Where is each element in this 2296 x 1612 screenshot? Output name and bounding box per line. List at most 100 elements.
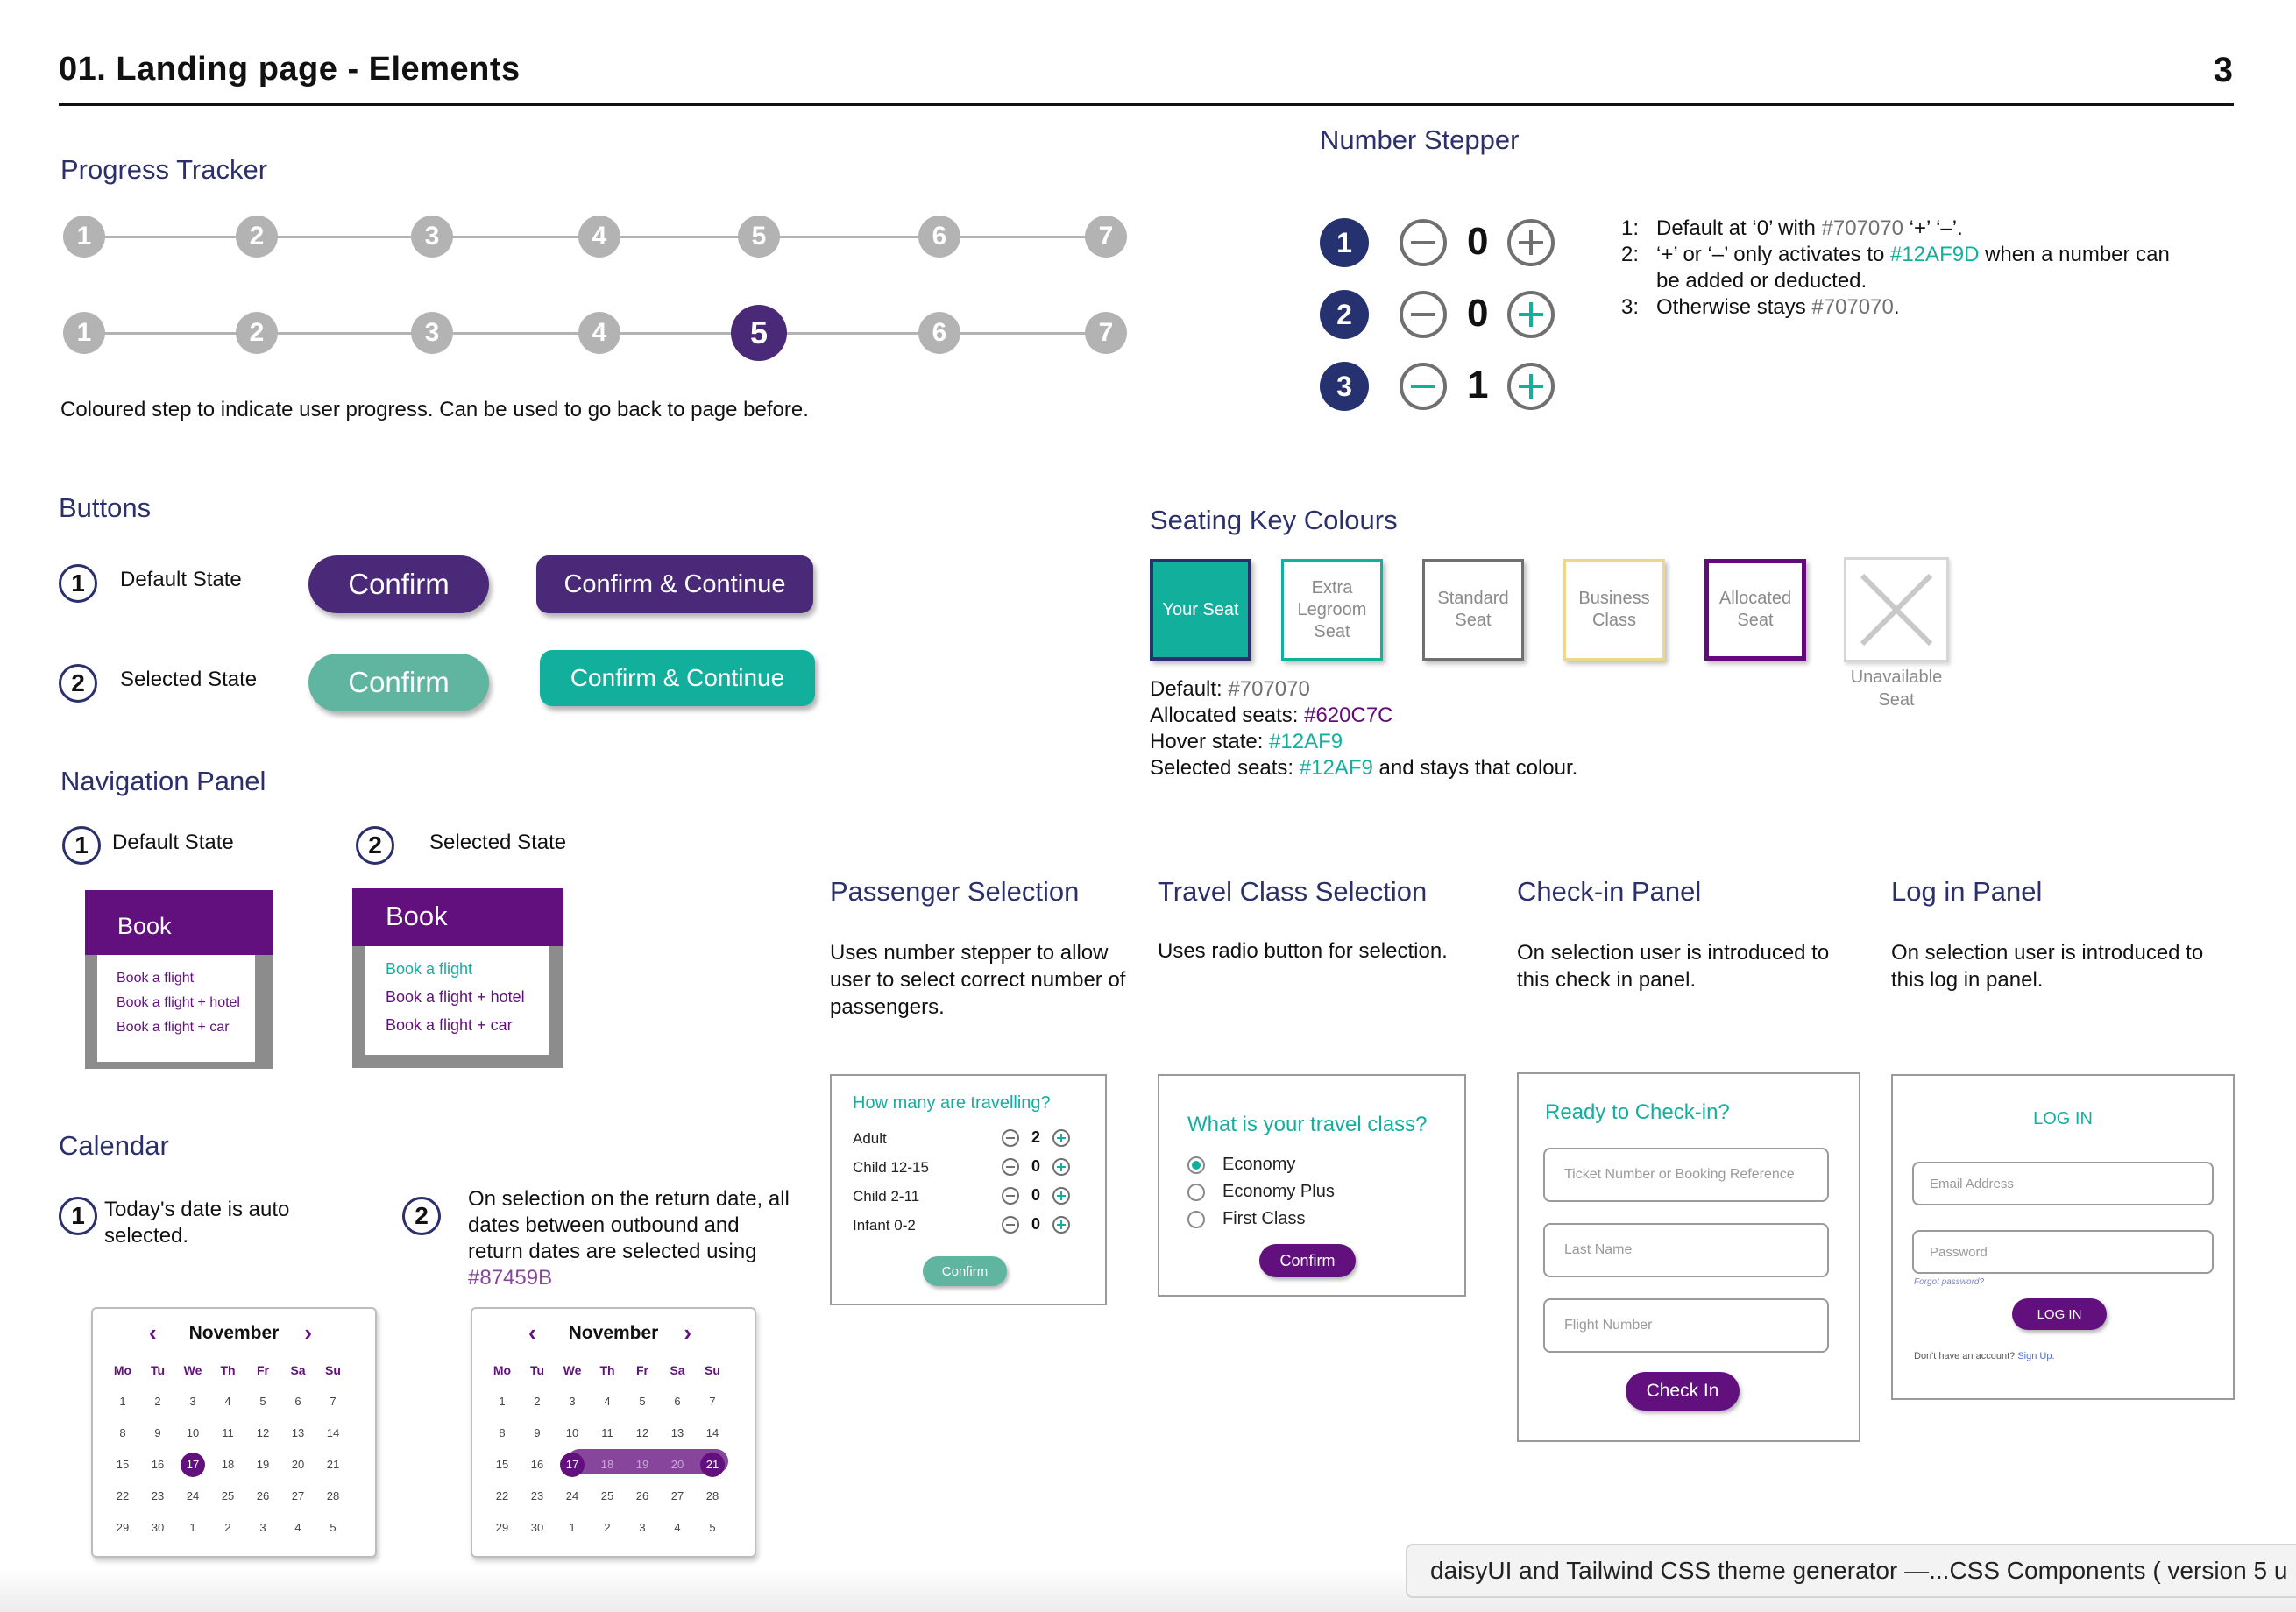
progress-step-5[interactable]: 5 bbox=[731, 305, 787, 361]
calendar-day[interactable]: 21 bbox=[700, 1453, 725, 1477]
progress-step-2[interactable]: 2 bbox=[236, 216, 278, 258]
calendar-day[interactable]: 22 bbox=[116, 1489, 130, 1502]
calendar-day[interactable]: 30 bbox=[530, 1521, 544, 1534]
calendar-day[interactable]: 19 bbox=[635, 1458, 649, 1471]
calendar-day[interactable]: 11 bbox=[222, 1426, 234, 1439]
calendar-day[interactable]: 17 bbox=[181, 1453, 205, 1477]
calendar-day[interactable]: 2 bbox=[534, 1395, 541, 1408]
plus-icon[interactable] bbox=[1507, 363, 1555, 410]
nav-item-flight[interactable]: Book a flight bbox=[117, 971, 195, 986]
calendar-day[interactable]: 22 bbox=[495, 1489, 509, 1502]
progress-step-1[interactable]: 1 bbox=[63, 312, 105, 354]
calendar-day[interactable]: 14 bbox=[705, 1426, 719, 1439]
calendar-day[interactable]: 5 bbox=[639, 1395, 646, 1408]
calendar-day[interactable]: 23 bbox=[151, 1489, 165, 1502]
calendar-day[interactable]: 26 bbox=[256, 1489, 270, 1502]
nav-item-flight-selected[interactable]: Book a flight bbox=[386, 960, 473, 978]
calendar-day[interactable]: 1 bbox=[189, 1521, 196, 1534]
calendar-day[interactable]: 20 bbox=[291, 1458, 305, 1471]
calendar-day[interactable]: 27 bbox=[291, 1489, 305, 1502]
calendar-day[interactable]: 29 bbox=[495, 1521, 509, 1534]
minus-icon[interactable] bbox=[1002, 1216, 1019, 1234]
nav-item-flight-hotel-selected[interactable]: Book a flight + hotel bbox=[386, 988, 525, 1006]
calendar-day[interactable]: 9 bbox=[154, 1426, 161, 1439]
calendar-day[interactable]: 7 bbox=[330, 1395, 337, 1408]
minus-icon[interactable] bbox=[1400, 219, 1447, 266]
chevron-right-icon[interactable]: › bbox=[304, 1319, 312, 1346]
calendar-day[interactable]: 5 bbox=[330, 1521, 337, 1534]
progress-step-6[interactable]: 6 bbox=[918, 216, 960, 258]
calendar-day[interactable]: 3 bbox=[189, 1395, 196, 1408]
nav-item-flight-car[interactable]: Book a flight + car bbox=[117, 1020, 230, 1035]
calendar-day[interactable]: 4 bbox=[604, 1395, 611, 1408]
plus-icon[interactable] bbox=[1052, 1129, 1070, 1147]
calendar-day[interactable]: 11 bbox=[601, 1426, 613, 1439]
calendar-day[interactable]: 16 bbox=[530, 1458, 544, 1471]
calendar-day[interactable]: 6 bbox=[674, 1395, 681, 1408]
calendar-day[interactable]: 13 bbox=[291, 1426, 305, 1439]
chevron-left-icon[interactable]: ‹ bbox=[528, 1319, 536, 1346]
passenger-confirm-button[interactable]: Confirm bbox=[923, 1256, 1007, 1286]
calendar-day[interactable]: 28 bbox=[326, 1489, 340, 1502]
calendar-day[interactable]: 2 bbox=[224, 1521, 231, 1534]
confirm-button-default[interactable]: Confirm bbox=[308, 555, 489, 613]
calendar-day[interactable]: 24 bbox=[186, 1489, 200, 1502]
plus-icon[interactable] bbox=[1507, 291, 1555, 338]
progress-step-4[interactable]: 4 bbox=[578, 216, 620, 258]
confirm-continue-button-default[interactable]: Confirm & Continue bbox=[536, 555, 813, 613]
calendar-day[interactable]: 4 bbox=[224, 1395, 231, 1408]
progress-step-2[interactable]: 2 bbox=[236, 312, 278, 354]
calendar-day[interactable]: 27 bbox=[670, 1489, 684, 1502]
radio-1[interactable] bbox=[1187, 1156, 1205, 1174]
progress-step-3[interactable]: 3 bbox=[411, 312, 453, 354]
calendar-day[interactable]: 19 bbox=[256, 1458, 270, 1471]
calendar-day[interactable]: 7 bbox=[709, 1395, 716, 1408]
plus-icon[interactable] bbox=[1052, 1216, 1070, 1234]
calendar-day[interactable]: 3 bbox=[639, 1521, 646, 1534]
progress-step-3[interactable]: 3 bbox=[411, 216, 453, 258]
confirm-continue-button-selected[interactable]: Confirm & Continue bbox=[540, 650, 815, 706]
progress-step-7[interactable]: 7 bbox=[1085, 216, 1127, 258]
chevron-left-icon[interactable]: ‹ bbox=[149, 1319, 157, 1346]
calendar-day[interactable]: 3 bbox=[569, 1395, 576, 1408]
calendar-day[interactable]: 28 bbox=[705, 1489, 719, 1502]
calendar-day[interactable]: 4 bbox=[674, 1521, 681, 1534]
progress-step-7[interactable]: 7 bbox=[1085, 312, 1127, 354]
calendar-day[interactable]: 23 bbox=[530, 1489, 544, 1502]
calendar-day[interactable]: 18 bbox=[600, 1458, 614, 1471]
calendar-day[interactable]: 20 bbox=[670, 1458, 684, 1471]
calendar-day[interactable]: 10 bbox=[186, 1426, 200, 1439]
calendar-day[interactable]: 12 bbox=[256, 1426, 270, 1439]
calendar-day[interactable]: 24 bbox=[565, 1489, 579, 1502]
progress-step-5[interactable]: 5 bbox=[738, 216, 780, 258]
calendar-day[interactable]: 25 bbox=[221, 1489, 235, 1502]
calendar-day[interactable]: 9 bbox=[534, 1426, 541, 1439]
calendar-day[interactable]: 5 bbox=[709, 1521, 716, 1534]
minus-icon[interactable] bbox=[1002, 1158, 1019, 1176]
password-input[interactable]: Password bbox=[1912, 1230, 2214, 1274]
calendar-day[interactable]: 1 bbox=[499, 1395, 506, 1408]
plus-icon[interactable] bbox=[1052, 1187, 1070, 1205]
calendar-day[interactable]: 8 bbox=[119, 1426, 126, 1439]
nav-item-flight-car-selected[interactable]: Book a flight + car bbox=[386, 1016, 513, 1034]
plus-icon[interactable] bbox=[1052, 1158, 1070, 1176]
calendar-day[interactable]: 30 bbox=[151, 1521, 165, 1534]
forgot-password-link[interactable]: Forgot password? bbox=[1914, 1277, 1985, 1287]
calendar-day[interactable]: 15 bbox=[116, 1458, 130, 1471]
minus-icon[interactable] bbox=[1400, 363, 1447, 410]
check-in-button[interactable]: Check In bbox=[1626, 1372, 1740, 1410]
calendar-day[interactable]: 2 bbox=[604, 1521, 611, 1534]
confirm-button-selected[interactable]: Confirm bbox=[308, 654, 489, 711]
calendar-day[interactable]: 1 bbox=[119, 1395, 126, 1408]
progress-step-4[interactable]: 4 bbox=[578, 312, 620, 354]
calendar-day[interactable]: 29 bbox=[116, 1521, 130, 1534]
login-button[interactable]: LOG IN bbox=[2012, 1298, 2107, 1330]
last-name-input[interactable]: Last Name bbox=[1543, 1223, 1829, 1277]
nav-item-flight-hotel[interactable]: Book a flight + hotel bbox=[117, 995, 240, 1010]
calendar-day[interactable]: 25 bbox=[600, 1489, 614, 1502]
calendar-day[interactable]: 13 bbox=[670, 1426, 684, 1439]
calendar-day[interactable]: 1 bbox=[569, 1521, 576, 1534]
minus-icon[interactable] bbox=[1400, 291, 1447, 338]
plus-icon[interactable] bbox=[1507, 219, 1555, 266]
radio-2[interactable] bbox=[1187, 1184, 1205, 1201]
